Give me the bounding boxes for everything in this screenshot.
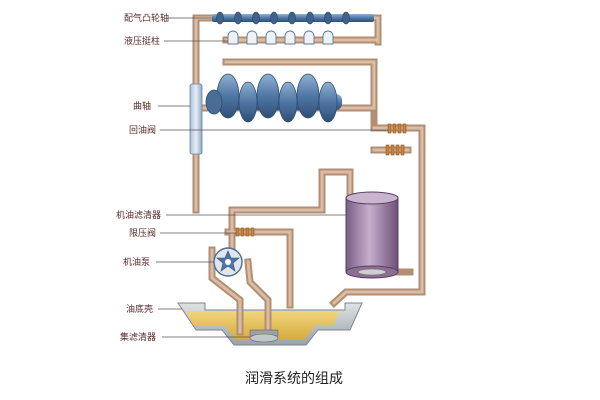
crankshaft: [205, 73, 342, 123]
oil-pump: [213, 247, 243, 277]
return-valve-2: [385, 144, 405, 156]
label-strainer: 集滤清器: [120, 331, 250, 343]
label-return-valve-text: 回油阀: [129, 124, 156, 136]
return-valve: [387, 123, 407, 134]
label-pressure-limit-valve-text: 限压阀: [129, 228, 156, 239]
label-strainer-text: 集滤清器: [120, 331, 156, 343]
oil-filter: [345, 191, 399, 279]
label-oil-filter: 机油滤清器: [116, 209, 346, 221]
camshaft: [212, 11, 374, 25]
label-crankshaft-text: 曲轴: [133, 100, 151, 112]
label-crankshaft: 曲轴: [133, 100, 190, 112]
label-oil-pump: 机油泵: [123, 256, 214, 268]
label-camshaft: 配气凸轮轴: [124, 12, 212, 24]
label-pressure-limit-valve: 限压阀: [129, 228, 236, 239]
label-return-valve: 回油阀: [129, 124, 388, 136]
label-oil-pan: 油底壳: [126, 303, 182, 315]
diagram-caption: 润滑系统的组成: [245, 370, 343, 387]
label-oil-filter-text: 机油滤清器: [116, 209, 161, 221]
label-oil-pump-text: 机油泵: [123, 256, 150, 268]
label-lifter-text: 液压挺柱: [124, 35, 160, 47]
label-oil-pan-text: 油底壳: [126, 303, 153, 315]
pressure-limit-valve: [235, 227, 255, 237]
oil-pipe-network: [192, 14, 426, 336]
engine-oil: [186, 311, 340, 340]
label-camshaft-text: 配气凸轮轴: [124, 12, 169, 24]
oil-strainer: [249, 329, 279, 343]
hydraulic-lifters: [227, 30, 334, 45]
label-lifter: 液压挺柱: [124, 35, 228, 47]
main-gallery-rod: [189, 83, 203, 155]
